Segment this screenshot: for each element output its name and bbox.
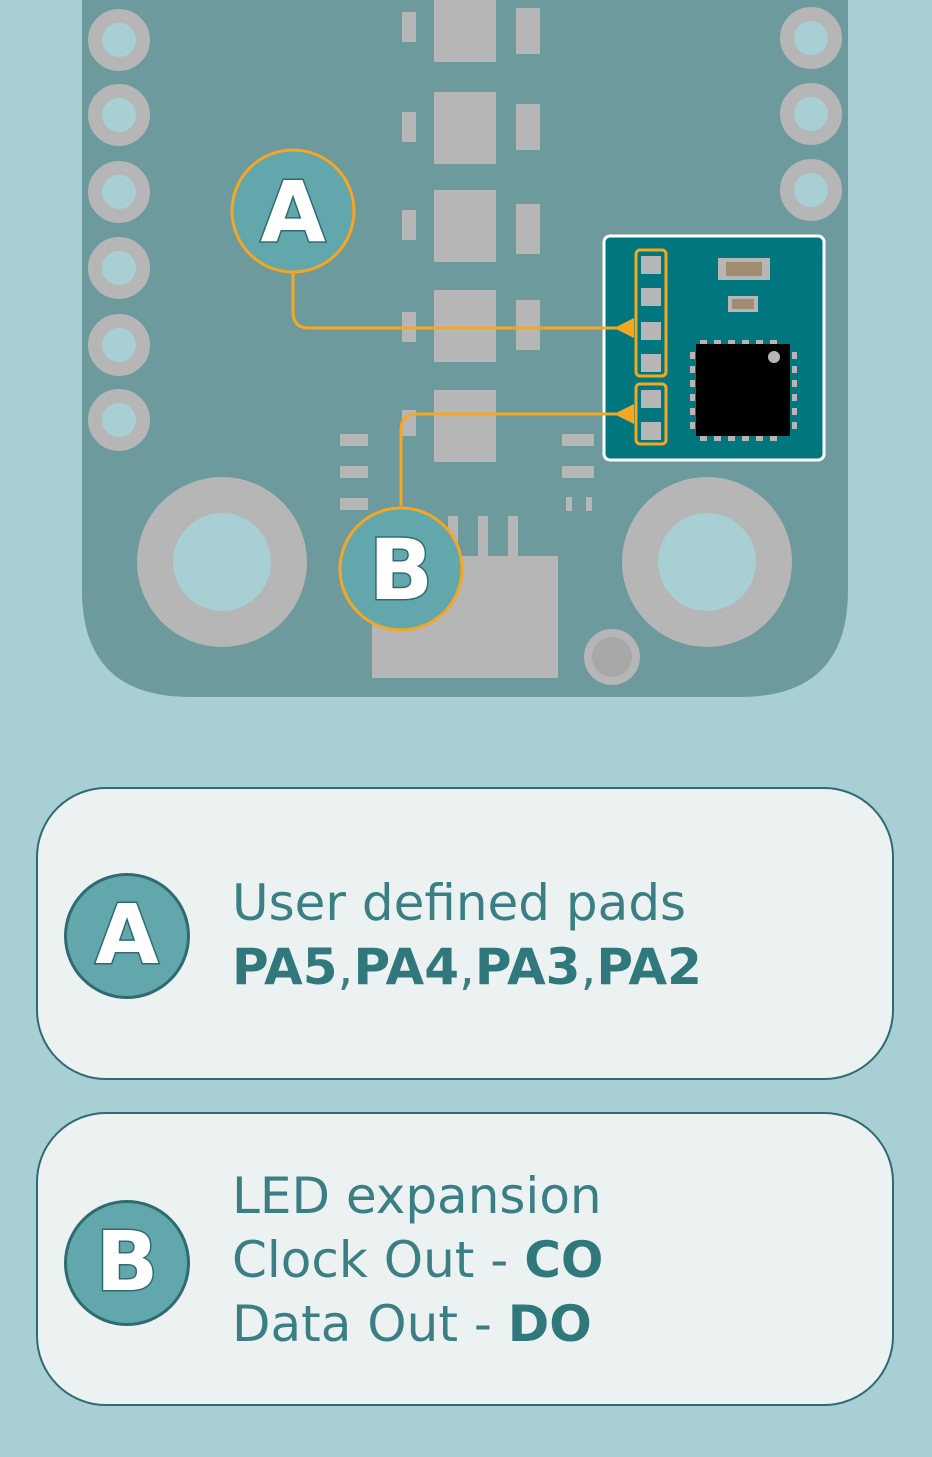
led-column — [402, 0, 540, 462]
chip-pins — [690, 340, 797, 441]
legend-card-a: A User defined pads PA5,PA4,PA3,PA2 — [36, 787, 894, 1080]
pad-separator: , — [459, 938, 475, 996]
leader-line-b — [399, 412, 618, 506]
header-pin — [780, 159, 842, 221]
pad-label-pa4: PA4 — [353, 938, 459, 996]
pad-pa5 — [641, 256, 661, 274]
header-pin — [88, 389, 150, 451]
module — [602, 234, 826, 462]
callout-a-letter: A — [260, 163, 325, 261]
left-header-pins — [88, 9, 150, 451]
legend-b-data: Data Out - DO — [232, 1292, 603, 1356]
legend-badge-a: A — [64, 873, 190, 999]
small-components — [340, 434, 594, 511]
pad-label-pa3: PA3 — [474, 938, 581, 996]
arrow-b — [614, 404, 634, 424]
legend-a-title: User defined pads — [232, 874, 687, 932]
mounting-hole-right — [622, 477, 792, 647]
right-header-pins — [780, 7, 842, 221]
header-pin — [88, 314, 150, 376]
header-pin — [88, 161, 150, 223]
header-pin — [88, 84, 150, 146]
data-out-value: DO — [507, 1295, 592, 1353]
legend-a-pads: PA5,PA4,PA3,PA2 — [232, 935, 702, 999]
header-pin — [780, 7, 842, 69]
legend-badge-b-letter: B — [94, 1215, 159, 1310]
pad-do — [641, 422, 661, 440]
pad-pa2 — [641, 354, 661, 372]
clock-out-value: CO — [524, 1231, 604, 1289]
pad-co — [641, 390, 661, 408]
leader-line-a — [291, 272, 618, 330]
pad-group-a-outline — [634, 248, 668, 378]
callout-b-letter: B — [369, 521, 433, 619]
callout-a: A — [230, 148, 356, 274]
chip-pin1-marker — [768, 351, 780, 363]
data-out-label: Data Out - — [232, 1295, 508, 1353]
mounting-holes — [137, 477, 792, 685]
legend-a-text: User defined pads PA5,PA4,PA3,PA2 — [232, 871, 702, 999]
pad-group-b-outline — [634, 382, 668, 446]
header-pin — [88, 9, 150, 71]
pad-label-pa2: PA2 — [596, 938, 702, 996]
legend-b-clock: Clock Out - CO — [232, 1228, 603, 1292]
pad-pa3 — [641, 322, 661, 340]
clock-out-label: Clock Out - — [232, 1231, 525, 1289]
legend-b-text: LED expansion Clock Out - CO Data Out - … — [232, 1164, 603, 1356]
pad-separator: , — [337, 938, 354, 996]
legend-badge-a-letter: A — [94, 888, 160, 983]
legend-badge-b: B — [64, 1200, 190, 1326]
callout-b: B — [338, 506, 464, 632]
pcb-diagram: A B — [82, 0, 848, 697]
leader-lines — [291, 272, 618, 506]
legend-b-title: LED expansion — [232, 1167, 602, 1225]
arrow-a — [614, 318, 634, 338]
header-pin — [88, 237, 150, 299]
header-pin — [780, 83, 842, 145]
pad-separator: , — [580, 938, 597, 996]
mounting-hole-left — [137, 477, 307, 647]
small-via — [584, 629, 640, 685]
pad-pa4 — [641, 288, 661, 306]
pad-label-pa5: PA5 — [232, 938, 338, 996]
legend-card-b: B LED expansion Clock Out - CO Data Out … — [36, 1112, 894, 1406]
